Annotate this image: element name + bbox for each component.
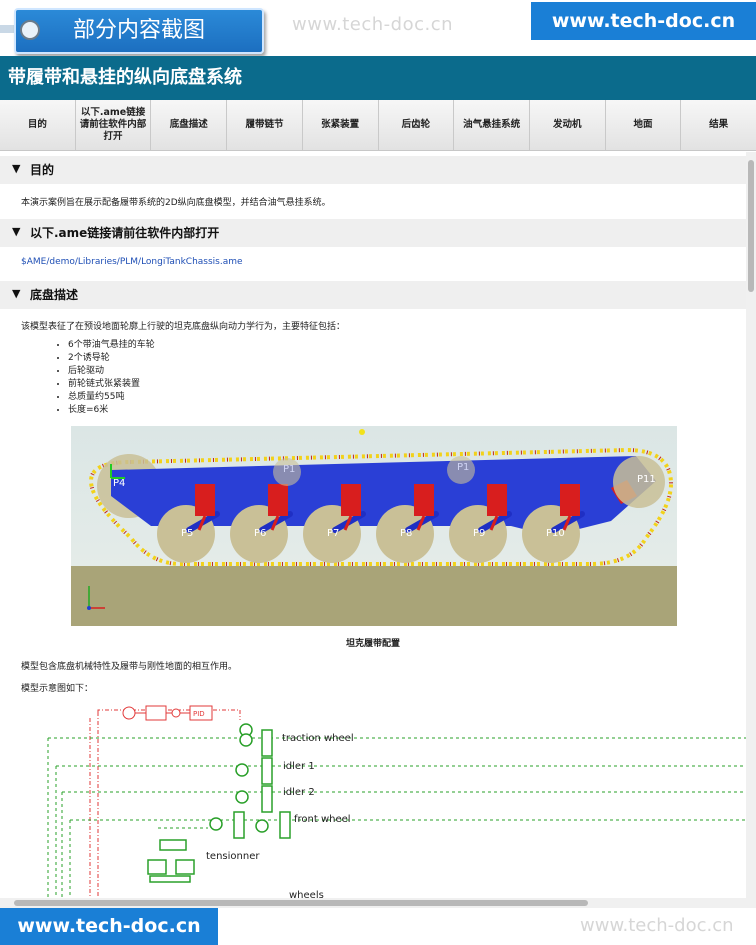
road-wheels	[157, 505, 580, 563]
content-area[interactable]: ▼ 目的 本演示案例旨在展示配备履带系统的2D纵向底盘模型，并结合油气悬挂系统。…	[0, 152, 746, 900]
section-header-chassis[interactable]: ▼ 底盘描述	[0, 281, 746, 309]
vertical-scrollbar[interactable]	[746, 152, 756, 900]
node-label: P10	[546, 528, 565, 539]
pid-block-label: PID	[193, 710, 205, 718]
list-item: 长度=6米	[68, 404, 155, 417]
figure-caption: 坦克履带配置	[345, 639, 400, 649]
scheme-label-tensionner: tensionner	[206, 851, 260, 862]
tab-ground[interactable]: 地面	[605, 100, 682, 150]
scheme-label-idler-2: idler 2	[283, 787, 315, 798]
node-label: P11	[637, 474, 656, 485]
ame-file-link[interactable]: $AME/demo/Libraries/PLM/LongiTankChassis…	[21, 257, 243, 267]
list-item: 总质量约55吨	[68, 391, 155, 404]
banner-label: 部分内容截图	[14, 8, 264, 54]
node-label: P1	[283, 464, 295, 475]
section-header-link[interactable]: ▼ 以下.ame链接请前往软件内部打开	[0, 219, 746, 247]
purpose-text: 本演示案例旨在展示配备履带系统的2D纵向底盘模型，并结合油气悬挂系统。	[21, 198, 331, 208]
scheme-intro: 模型示意图如下：	[21, 684, 94, 694]
section-title: 以下.ame链接请前往软件内部打开	[30, 226, 220, 240]
list-item: 6个带油气悬挂的车轮	[68, 339, 155, 352]
node-label: P9	[473, 528, 485, 539]
section-title: 目的	[30, 163, 55, 177]
frame-icon	[110, 464, 125, 479]
ground-strip	[71, 566, 677, 626]
mechanical-components	[147, 723, 291, 883]
node-label: P4	[113, 478, 125, 489]
tab-purpose[interactable]: 目的	[0, 100, 76, 150]
site-badge-bottom[interactable]: www.tech-doc.cn	[0, 908, 218, 945]
model-scheme-diagram: PID traction wheel idler 1 idler 2 front…	[47, 705, 746, 900]
node-label: P1	[457, 462, 469, 473]
tab-tensioner[interactable]: 张紧装置	[302, 100, 379, 150]
chassis-intro: 该模型表征了在预设地面轮廓上行驶的坦克底盘纵向动力学行为，主要特征包括：	[21, 322, 346, 332]
list-item: 前轮链式张紧装置	[68, 378, 155, 391]
scheme-label-front-wheel: front wheel	[294, 814, 351, 825]
vertical-scroll-thumb[interactable]	[748, 160, 754, 292]
site-badge-top[interactable]: www.tech-doc.cn	[531, 2, 756, 40]
tab-bar: 目的 以下.ame链接请前往软件内部打开 底盘描述 履带链节 张紧装置 后齿轮 …	[0, 100, 756, 151]
idler-2	[447, 456, 475, 484]
list-item: 后轮驱动	[68, 365, 155, 378]
node-label: P8	[400, 528, 412, 539]
tab-rear-sprocket[interactable]: 后齿轮	[378, 100, 455, 150]
front-wheel	[613, 456, 665, 508]
tab-hydropneumatic-suspension[interactable]: 油气悬挂系统	[454, 100, 530, 150]
horizontal-scroll-thumb[interactable]	[14, 900, 588, 906]
scheme-label-idler-1: idler 1	[283, 761, 315, 772]
scheme-label-traction-wheel: traction wheel	[282, 733, 354, 744]
tab-results[interactable]: 结果	[681, 100, 756, 150]
scheme-label-wheels: wheels	[289, 890, 324, 900]
section-title: 底盘描述	[30, 288, 79, 302]
scrollbar-corner	[746, 898, 756, 908]
node-label: P5	[181, 528, 193, 539]
collapse-triangle-icon[interactable]: ▼	[12, 162, 21, 175]
control-chain: PID	[122, 705, 213, 721]
tank-illustration: P4 P1 P1 P11 P5 P6 P7 P8 P9 P10	[71, 426, 677, 626]
tab-chassis-description[interactable]: 底盘描述	[151, 100, 228, 150]
watermark-bottom: www.tech-doc.cn	[580, 915, 734, 936]
tab-track-links[interactable]: 履带链节	[227, 100, 303, 150]
axes-icon	[87, 586, 105, 610]
collapse-triangle-icon[interactable]: ▼	[12, 287, 21, 300]
tab-ame-link[interactable]: 以下.ame链接请前往软件内部打开	[75, 100, 152, 150]
feature-list: 6个带油气悬挂的车轮 2个诱导轮 后轮驱动 前轮链式张紧装置 总质量约55吨 长…	[52, 339, 155, 417]
page-title: 带履带和悬挂的纵向底盘系统	[8, 67, 242, 88]
idler-1	[273, 458, 301, 486]
section-header-purpose[interactable]: ▼ 目的	[0, 156, 746, 184]
tab-engine[interactable]: 发动机	[529, 100, 606, 150]
title-bar: 带履带和悬挂的纵向底盘系统	[0, 56, 756, 100]
collapse-triangle-icon[interactable]: ▼	[12, 225, 21, 238]
list-item: 2个诱导轮	[68, 352, 155, 365]
pin-icon	[20, 20, 40, 40]
watermark-top: www.tech-doc.cn	[292, 14, 454, 35]
node-label: P7	[327, 528, 339, 539]
node-label: P6	[254, 528, 266, 539]
model-description: 模型包含底盘机械特性及履带与刚性地面的相互作用。	[21, 662, 238, 672]
tank-track-figure: P4 P1 P1 P11 P5 P6 P7 P8 P9 P10	[71, 426, 677, 626]
